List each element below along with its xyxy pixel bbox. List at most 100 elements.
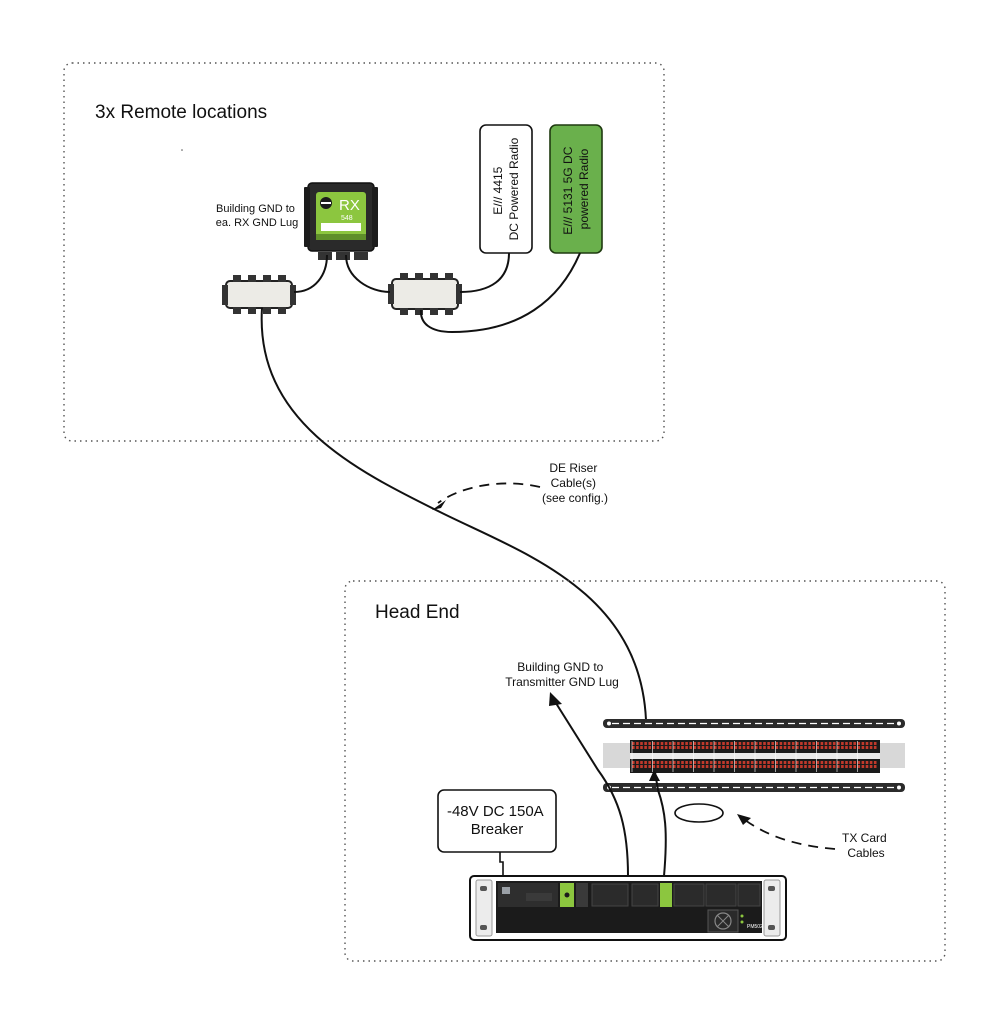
patch-port (865, 761, 869, 764)
patch-port (824, 761, 828, 764)
patch-port (668, 742, 672, 745)
patch-port (820, 761, 824, 764)
tx-card-cable (654, 771, 667, 877)
patch-port (734, 742, 738, 745)
patch-port (730, 746, 733, 749)
patch-port (791, 742, 795, 745)
tx-callout-arrowhead-icon (737, 814, 751, 825)
patch-port (742, 746, 746, 749)
patch-port (722, 746, 725, 749)
patch-port (636, 761, 639, 764)
patch-port (791, 761, 795, 764)
patch-port (783, 761, 787, 764)
patch-port (693, 761, 697, 764)
patch-port (644, 765, 647, 768)
patch-port (640, 742, 643, 745)
patch-port (857, 746, 861, 749)
patch-port (828, 742, 832, 745)
rx-model-number: 548 (341, 215, 353, 222)
patch-port (693, 746, 697, 749)
patch-port (660, 742, 664, 745)
patch-port (845, 746, 848, 749)
patch-port (816, 742, 820, 745)
patch-port (726, 746, 729, 749)
patch-port (664, 742, 668, 745)
patch-port (750, 742, 754, 745)
patch-port (746, 761, 750, 764)
patch-port (808, 761, 811, 764)
patch-port (689, 742, 692, 745)
stray-dot (181, 149, 183, 151)
patch-port (734, 761, 738, 764)
patch-port (697, 765, 701, 768)
patch-port (775, 765, 779, 768)
remote-junction-box-left (222, 275, 296, 314)
patch-port (779, 765, 783, 768)
patch-port (873, 765, 877, 768)
patch-port (742, 765, 746, 768)
patch-port (861, 761, 865, 764)
patch-port (738, 761, 742, 764)
patch-port (791, 746, 795, 749)
patch-port (775, 742, 779, 745)
patch-port (681, 746, 684, 749)
patch-port (677, 761, 680, 764)
patch-port (869, 746, 873, 749)
patch-port (689, 765, 692, 768)
headend-cables (553, 699, 667, 877)
patch-port (673, 746, 676, 749)
patch-port (734, 765, 738, 768)
patch-port (632, 765, 635, 768)
patch-port (718, 746, 721, 749)
patch-port (714, 746, 717, 749)
patch-port (828, 765, 832, 768)
patch-port (853, 742, 856, 745)
patch-port (853, 761, 856, 764)
patch-port (767, 742, 770, 745)
patch-port (853, 765, 856, 768)
patch-port (755, 765, 758, 768)
riser-arrowhead-icon (432, 500, 446, 510)
patch-port (726, 765, 729, 768)
patch-port (660, 746, 664, 749)
patch-port (787, 746, 791, 749)
rx-model-label: RX (339, 197, 360, 214)
patch-port (771, 746, 774, 749)
headend-gnd-note: Building GND to Transmitter GND Lug (505, 660, 619, 689)
patch-port (845, 742, 848, 745)
patch-port (861, 765, 865, 768)
patch-port (759, 765, 762, 768)
patch-port (648, 746, 651, 749)
patch-port (873, 742, 877, 745)
patch-port (640, 765, 643, 768)
patch-port (841, 765, 844, 768)
patch-port (820, 746, 824, 749)
patch-port (705, 746, 709, 749)
patch-port (652, 746, 656, 749)
patch-port (824, 746, 828, 749)
patch-port (632, 761, 635, 764)
patch-port (845, 761, 848, 764)
patch-port (738, 742, 742, 745)
patch-port (746, 746, 750, 749)
patch-port (685, 761, 688, 764)
patch-port (693, 765, 697, 768)
patch-port (701, 742, 705, 745)
patch-port (828, 761, 832, 764)
patch-port (673, 765, 676, 768)
patch-port (656, 746, 660, 749)
patch-port (845, 765, 848, 768)
patch-port (685, 746, 688, 749)
patch-port (828, 746, 832, 749)
radio-5131-label: E/// 5131 5G DC powered Radio (561, 143, 591, 234)
patch-port (709, 742, 713, 745)
patch-port (865, 746, 869, 749)
patch-port (771, 765, 774, 768)
patch-port (705, 765, 709, 768)
patch-port (697, 742, 701, 745)
patch-port (640, 746, 643, 749)
patch-port (824, 742, 828, 745)
patch-port (837, 761, 840, 764)
patch-port (701, 761, 705, 764)
patch-port (869, 761, 873, 764)
